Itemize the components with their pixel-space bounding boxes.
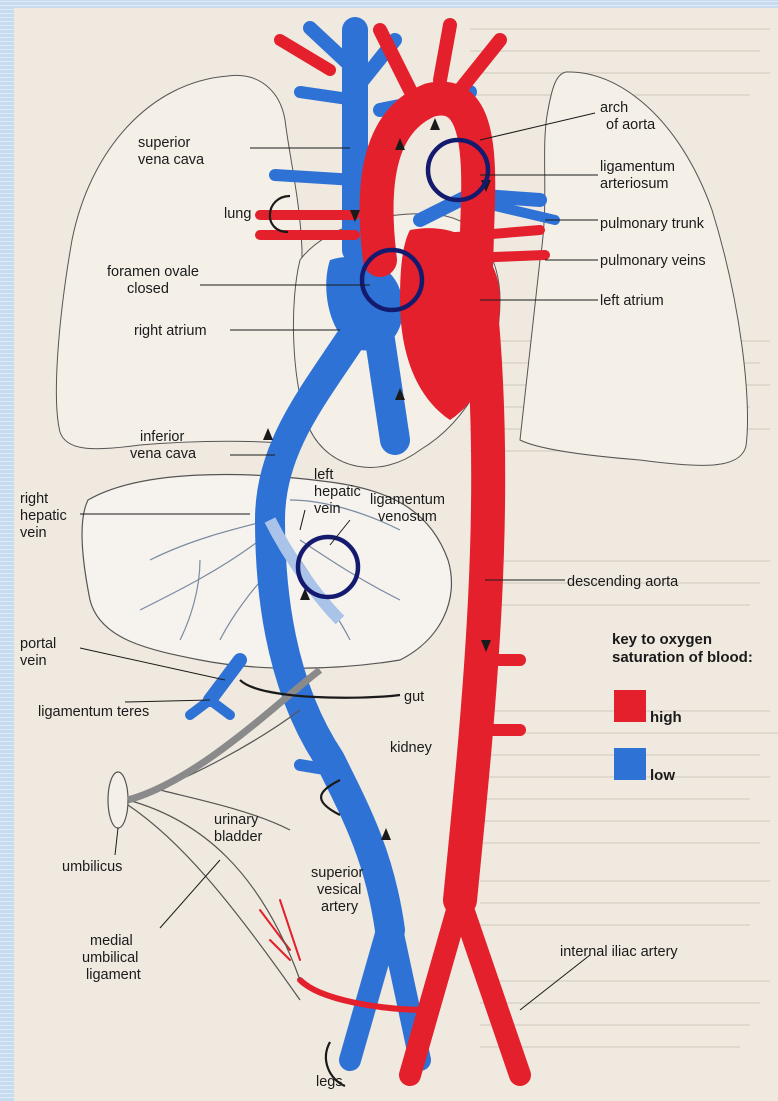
label-umbilicus: umbilicus (62, 859, 122, 875)
label-superior-vesical-artery: superior vesical artery (311, 865, 367, 915)
label-urinary-bladder: urinary bladder (214, 812, 263, 845)
label-pulmonary-veins: pulmonary veins (600, 253, 706, 269)
label-portal-vein: portal vein (20, 636, 60, 669)
label-left-atrium: left atrium (600, 293, 664, 309)
book-page: superior vena cava lung foramen ovale cl… (14, 8, 778, 1101)
label-descending-aorta: descending aorta (567, 574, 679, 590)
label-kidney: kidney (390, 740, 433, 756)
label-inferior-vena-cava: inferior vena cava (130, 429, 197, 462)
label-right-hepatic-vein: right hepatic vein (20, 491, 71, 541)
label-arch-of-aorta: arch of aorta (600, 100, 656, 133)
label-pulmonary-trunk: pulmonary trunk (600, 216, 705, 232)
key-low-swatch (614, 748, 646, 780)
fetal-circulation-diagram: superior vena cava lung foramen ovale cl… (14, 8, 778, 1101)
label-lung: lung (224, 206, 251, 222)
label-medial-umbilical-ligament: medial umbilical ligament (82, 933, 142, 983)
label-ligamentum-venosum: ligamentum venosum (370, 492, 449, 525)
key-low-label: low (650, 767, 675, 784)
label-legs: legs (316, 1074, 343, 1090)
key-high-swatch (614, 690, 646, 722)
label-internal-iliac-artery: internal iliac artery (560, 944, 678, 960)
key-title: key to oxygen saturation of blood: (612, 631, 753, 666)
label-ligamentum-arteriosum: ligamentum arteriosum (600, 159, 679, 192)
umbilicus-shape (108, 772, 128, 828)
label-gut: gut (404, 689, 424, 705)
oxygen-saturation-key: key to oxygen saturation of blood: high … (612, 631, 753, 784)
right-lung-outline (56, 75, 302, 448)
key-high-label: high (650, 709, 682, 726)
label-right-atrium: right atrium (134, 323, 207, 339)
label-ligamentum-teres: ligamentum teres (38, 704, 149, 720)
